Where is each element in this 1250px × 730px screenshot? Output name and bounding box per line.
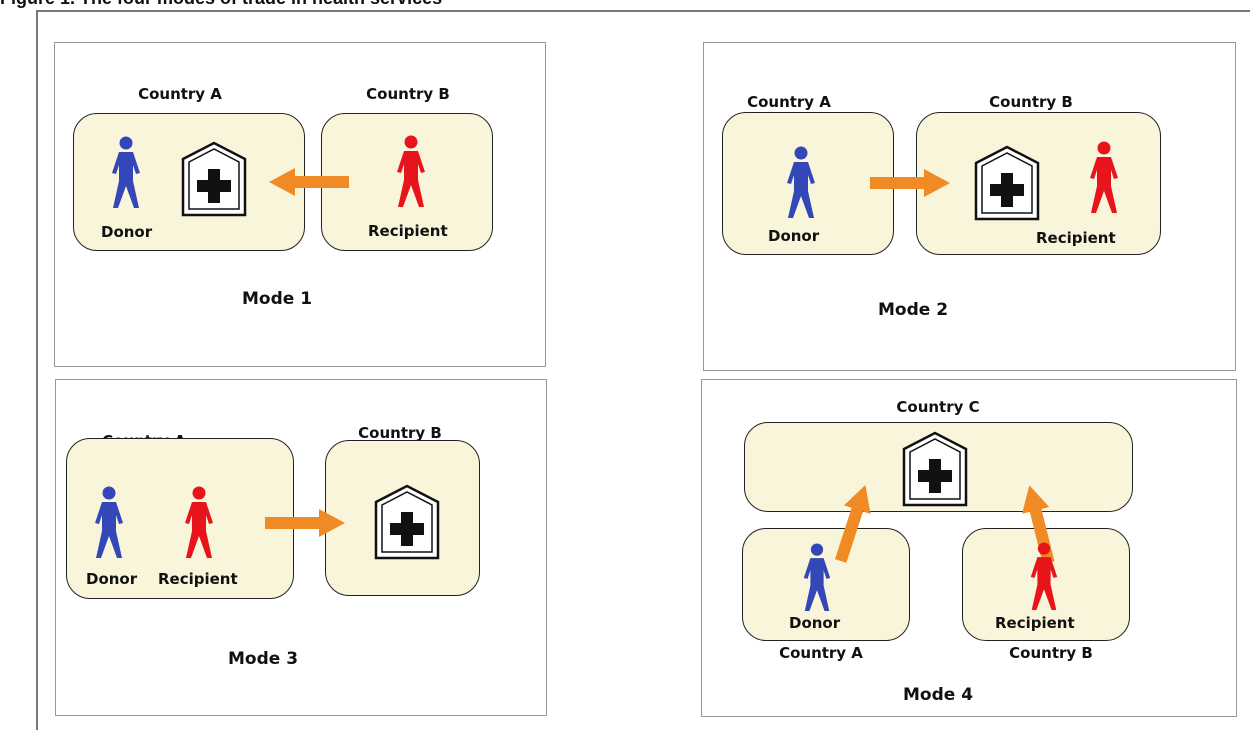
recipient-person-icon	[394, 135, 428, 207]
arrow-left-icon	[269, 167, 349, 197]
arrow-right-icon	[265, 508, 345, 538]
mode-4-title: Mode 4	[902, 685, 974, 705]
figure-header: Figure 1. The four modes of trade in hea…	[0, 0, 1250, 8]
mode-3-donor-label: Donor	[86, 570, 138, 588]
hospital-icon	[374, 484, 440, 560]
mode-2-recipient-label: Recipient	[1036, 229, 1116, 247]
mode-2-title: Mode 2	[877, 300, 949, 320]
mode-4-donor-label: Donor	[789, 614, 841, 632]
mode-1-panel: Country A Country B Donor Recipient Mode…	[54, 42, 546, 367]
recipient-person-icon	[1027, 542, 1061, 610]
mode-4-country-a-box	[742, 528, 910, 641]
hospital-icon	[974, 145, 1040, 221]
mode-3-country-b-label: Country B	[358, 424, 442, 442]
arrow-right-icon	[870, 168, 950, 198]
donor-person-icon	[109, 136, 143, 208]
hospital-icon	[181, 141, 247, 217]
mode-2-panel: Country A Country B Donor Recipient Mode…	[703, 42, 1236, 371]
mode-4-country-a-label: Country A	[779, 644, 863, 662]
mode-1-title: Mode 1	[241, 289, 313, 309]
donor-person-icon	[800, 543, 834, 611]
mode-4-panel: Country C Donor Recipient Country A Coun…	[701, 379, 1237, 717]
mode-1-country-b-label: Country B	[366, 85, 450, 103]
mode-4-country-c-label: Country C	[896, 398, 980, 416]
mode-2-country-b-label: Country B	[989, 93, 1073, 111]
hospital-icon	[902, 431, 968, 507]
mode-4-country-b-label: Country B	[1009, 644, 1093, 662]
recipient-person-icon	[1087, 141, 1121, 213]
mode-3-title: Mode 3	[227, 649, 299, 669]
mode-1-recipient-label: Recipient	[368, 222, 448, 240]
mode-2-donor-label: Donor	[768, 227, 820, 245]
mode-4-recipient-label: Recipient	[995, 614, 1075, 632]
donor-person-icon	[92, 486, 126, 558]
recipient-person-icon	[182, 486, 216, 558]
donor-person-icon	[784, 146, 818, 218]
mode-1-donor-label: Donor	[101, 223, 153, 241]
mode-2-country-a-label: Country A	[747, 93, 831, 111]
figure-frame	[36, 10, 1250, 730]
figure-header-text: Figure 1. The four modes of trade in hea…	[0, 0, 442, 8]
mode-3-panel: Country A Country B Donor Recipient Mode…	[55, 379, 547, 716]
mode-1-country-a-label: Country A	[138, 85, 222, 103]
mode-3-recipient-label: Recipient	[158, 570, 238, 588]
